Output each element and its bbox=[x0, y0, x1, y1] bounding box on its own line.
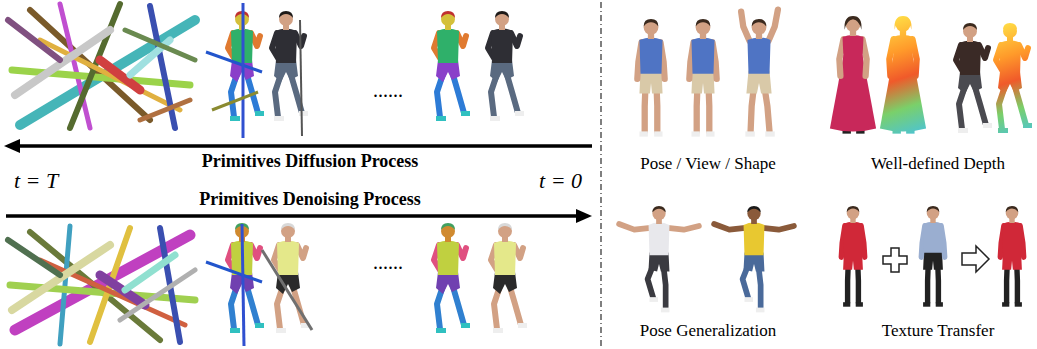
primitive-human bbox=[434, 11, 470, 121]
primitive-human-part bbox=[434, 11, 470, 121]
primitive-human bbox=[206, 223, 264, 346]
process-arrow-part bbox=[576, 209, 592, 223]
noise-primitives-part bbox=[8, 20, 60, 60]
noise-primitives-part bbox=[125, 255, 175, 290]
rendered-human-part bbox=[841, 206, 864, 307]
rendered-human-part bbox=[300, 20, 302, 136]
rendered-human-part bbox=[741, 10, 778, 137]
ellipsis-mark: ...... bbox=[373, 251, 403, 274]
process-arrow-part bbox=[6, 214, 578, 218]
panel-caption: Well-defined Depth bbox=[871, 154, 1005, 174]
noise-primitives-part bbox=[140, 100, 190, 120]
process-arrow-part bbox=[18, 144, 592, 148]
primitive-human-part bbox=[206, 262, 262, 282]
rendered-human-part bbox=[689, 19, 716, 137]
noise-primitives-part bbox=[40, 40, 180, 110]
panel-caption: Pose / View / Shape bbox=[640, 154, 776, 174]
depth-map-part bbox=[880, 16, 926, 134]
noise-primitives bbox=[8, 4, 195, 128]
rendered-human-part bbox=[956, 23, 992, 133]
primitive-human bbox=[434, 223, 470, 333]
panel-caption: Texture Transfer bbox=[882, 321, 995, 341]
process-label: Primitives Diffusion Process bbox=[202, 151, 419, 172]
depth-map-part bbox=[996, 23, 1032, 133]
noise-primitives-part bbox=[8, 240, 60, 275]
primitive-human-part bbox=[212, 92, 258, 110]
primitive-human bbox=[206, 3, 264, 138]
noise-primitives-part bbox=[125, 30, 195, 60]
primitive-human-part bbox=[228, 223, 264, 333]
rendered-human bbox=[262, 223, 312, 333]
rendered-human-part bbox=[619, 206, 699, 312]
noise-primitives-part bbox=[60, 226, 70, 344]
process-arrow bbox=[6, 209, 592, 223]
rendered-human bbox=[637, 10, 778, 137]
process-arrow-part bbox=[4, 139, 20, 153]
rendered-human-part bbox=[830, 16, 876, 134]
rendered-human-part bbox=[714, 206, 794, 312]
panel-caption: Pose Generalization bbox=[640, 321, 776, 341]
primitive-human-part bbox=[206, 52, 262, 72]
process-label: Primitives Denoising Process bbox=[199, 189, 421, 210]
rendered-human-part bbox=[1000, 206, 1023, 307]
primitive-human-part bbox=[242, 224, 244, 346]
rendered-human-part bbox=[262, 250, 312, 330]
rendered-human-part bbox=[491, 223, 527, 333]
rendered-human bbox=[488, 11, 524, 121]
time-step: t = 0 bbox=[539, 168, 582, 193]
primitive-human-part bbox=[434, 223, 470, 333]
rendered-human-part bbox=[272, 11, 308, 121]
depth-map bbox=[880, 16, 1032, 134]
time-step: t = T bbox=[14, 168, 58, 193]
noise-primitives bbox=[8, 226, 195, 344]
rendered-human-part bbox=[488, 11, 524, 121]
panel-divider bbox=[600, 2, 602, 347]
rendered-human bbox=[619, 206, 794, 312]
rendered-human bbox=[272, 11, 308, 136]
plus-symbol bbox=[883, 248, 907, 272]
rendered-human-part bbox=[921, 206, 944, 307]
arrow-symbol bbox=[962, 246, 989, 272]
rendered-human-part bbox=[637, 19, 664, 137]
rendered-human bbox=[491, 223, 527, 333]
ellipsis-mark: ...... bbox=[373, 79, 403, 102]
rendered-human bbox=[841, 206, 1023, 307]
primitive-human-part bbox=[242, 3, 245, 138]
noise-primitives-part bbox=[120, 270, 195, 320]
rendered-human bbox=[830, 16, 992, 134]
